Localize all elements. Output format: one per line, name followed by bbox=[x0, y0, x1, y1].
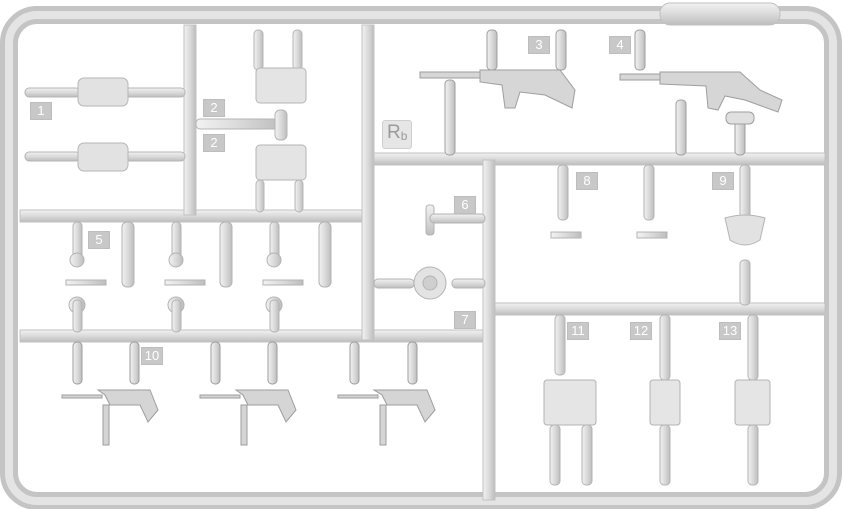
part-label-10: 10 bbox=[141, 347, 163, 365]
part-label-1: 1 bbox=[30, 102, 52, 120]
part-label-11: 11 bbox=[567, 322, 589, 340]
frame-tab bbox=[659, 2, 781, 26]
part-4-thompson bbox=[619, 29, 783, 156]
part-label-2b: 2 bbox=[203, 134, 225, 152]
part-1-pouches bbox=[24, 77, 186, 172]
part-6-7 bbox=[373, 204, 486, 300]
part-11-13-pouches bbox=[543, 314, 771, 486]
part-label-5: 5 bbox=[88, 231, 110, 249]
part-label-4: 4 bbox=[609, 36, 631, 54]
part-label-2a: 2 bbox=[203, 99, 225, 117]
part-label-9: 9 bbox=[712, 172, 734, 190]
part-label-7: 7 bbox=[454, 311, 476, 329]
sprue-suffix: b bbox=[400, 129, 408, 143]
runners bbox=[19, 152, 826, 343]
part-5-slings bbox=[65, 221, 332, 333]
part-label-12: 12 bbox=[630, 322, 652, 340]
part-label-13: 13 bbox=[719, 322, 741, 340]
part-3-thompson bbox=[419, 29, 576, 156]
part-label-3: 3 bbox=[528, 36, 550, 54]
sprue-designator: Rb bbox=[382, 120, 413, 149]
part-2-belts bbox=[195, 29, 307, 213]
part-label-8: 8 bbox=[576, 172, 598, 190]
part-label-6: 6 bbox=[454, 196, 476, 214]
sprue-letter: R bbox=[387, 122, 401, 143]
part-8-9 bbox=[550, 164, 766, 306]
part-10-grease-guns bbox=[61, 341, 436, 446]
